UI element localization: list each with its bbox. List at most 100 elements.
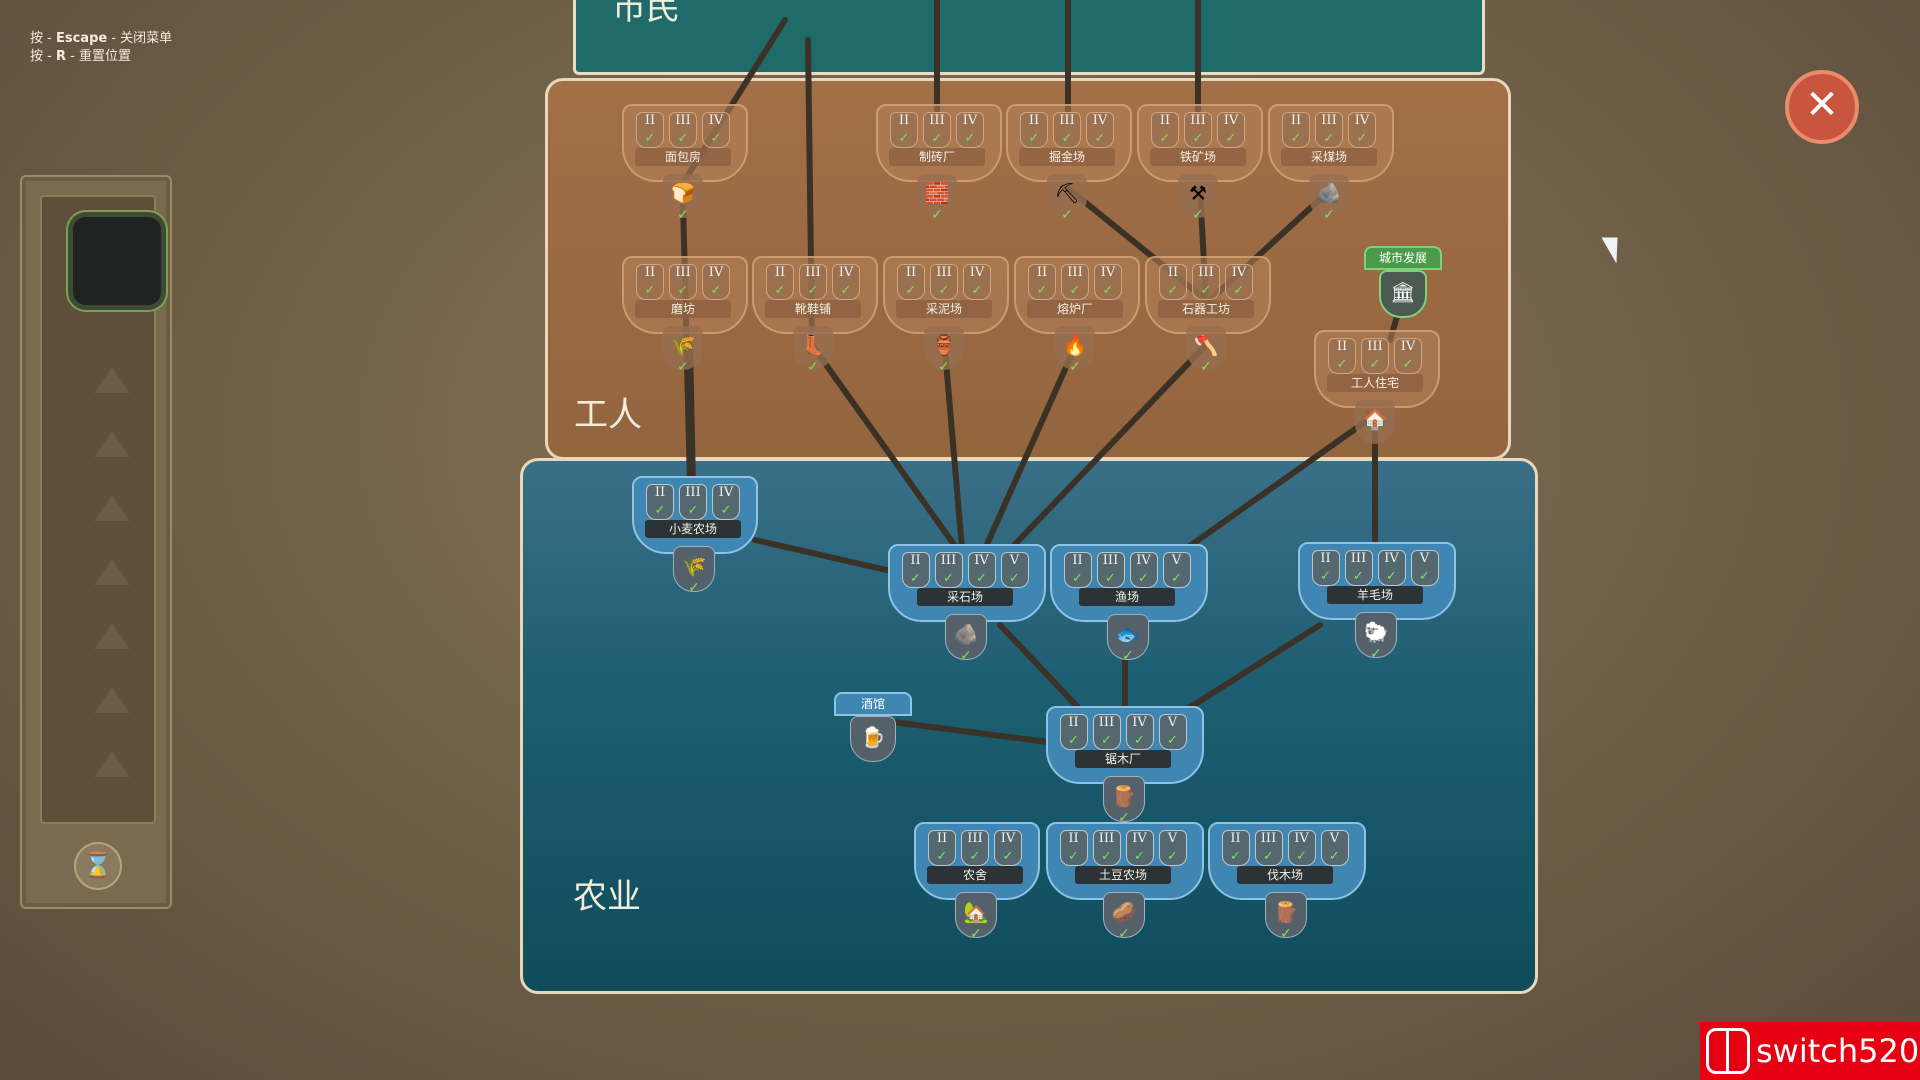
tavern-label: 酒馆 [834,692,912,716]
close-button[interactable]: ✕ [1785,70,1859,144]
tier-badge: II✓ [1028,264,1056,300]
building-name: 土豆农场 [1075,866,1171,884]
tier-badge: III✓ [669,264,697,300]
tavern-node[interactable]: 酒馆 🍺 [834,692,912,762]
building-name: 制砖厂 [889,148,985,166]
tier-badge: II✓ [766,264,794,300]
farmer-icon: 🏡✓ [955,892,997,941]
building-name: 渔场 [1079,588,1175,606]
tier-badge: III✓ [1184,112,1212,148]
tier-badge: IV✓ [712,484,740,520]
tier-badge: II✓ [1282,112,1310,148]
tier-badge: II✓ [1311,550,1340,586]
furnace-icon: 🔥✓ [1055,326,1095,374]
tier-badge: III✓ [1254,830,1283,866]
city-development-node[interactable]: 城市发展 🏛 [1364,246,1442,318]
tier-badge: II✓ [646,484,674,520]
tier-badge: IV✓ [702,112,730,148]
tier-badge: IV✓ [702,264,730,300]
tier-badge: II✓ [1020,112,1048,148]
tier-badge: II✓ [1159,264,1187,300]
plank-icon: 🪵✓ [1103,776,1145,825]
progress-track [40,195,166,824]
tier-badge: IV✓ [1129,552,1158,588]
tier-badge: IV✓ [1225,264,1253,300]
progress-panel: ⌛ [20,175,172,909]
tier-badge: II✓ [897,264,925,300]
tier-badge: IV✓ [1287,830,1316,866]
stone-icon: 🪨✓ [945,614,987,663]
tier-badge: V✓ [1162,552,1191,588]
flour-icon: 🌾✓ [663,326,703,374]
tier-badge: V✓ [1000,552,1029,588]
sheep-icon: 🐑✓ [1355,612,1397,661]
tier-badge: III✓ [1092,830,1121,866]
tier-badge: V✓ [1320,830,1349,866]
building-name: 磨坊 [635,300,731,318]
tier-badge: II✓ [928,830,956,866]
tier-badge: IV✓ [1348,112,1376,148]
building-name: 羊毛场 [1327,586,1423,604]
tier-badge: II✓ [1059,714,1088,750]
tier-badge: III✓ [1344,550,1373,586]
portrait-slot [68,212,166,310]
tier-badge: II✓ [636,112,664,148]
arrow-up-icon [94,495,130,521]
tier-badge: II✓ [1059,830,1088,866]
building-name: 面包房 [635,148,731,166]
tier-badge: III✓ [799,264,827,300]
tier-badge: III✓ [930,264,958,300]
tier-badge: IV✓ [1217,112,1245,148]
wheat-icon: 🌾✓ [673,546,715,595]
tier-badge: V✓ [1158,830,1187,866]
tier-badge: III✓ [679,484,707,520]
tier-badge: III✓ [1315,112,1343,148]
tier-badge: IV✓ [956,112,984,148]
tier-badge: V✓ [1158,714,1187,750]
monument-icon: 🏛 [1379,270,1427,318]
boot-icon: 👢✓ [793,326,833,374]
tier-badge: II✓ [1328,338,1356,374]
tier-badge: III✓ [1061,264,1089,300]
citizen-zone: 市民 [573,0,1485,75]
tier-badge: IV✓ [1377,550,1406,586]
bread-icon: 🍞✓ [663,174,703,222]
arrow-up-icon [94,623,130,649]
tier-badge: IV✓ [967,552,996,588]
tier-badge: III✓ [1192,264,1220,300]
keyboard-hints: 按 - Escape - 关闭菜单 按 - R - 重置位置 [30,30,172,66]
potato-icon: 🥔✓ [1103,892,1145,941]
tier-badge: II✓ [890,112,918,148]
tier-badge: III✓ [669,112,697,148]
axe-icon: 🪓✓ [1186,326,1226,374]
building-name: 锯木厂 [1075,750,1171,768]
watermark-text: switch520 [1756,1032,1920,1070]
tier-badge: IV✓ [1094,264,1122,300]
hourglass-icon[interactable]: ⌛ [74,842,122,890]
tier-badge: IV✓ [1394,338,1422,374]
city-development-label: 城市发展 [1364,246,1442,270]
clay-icon: 🏺✓ [924,326,964,374]
coal-icon: 🪨✓ [1309,174,1349,222]
tier-badge: IV✓ [1125,714,1154,750]
house-icon: 🏠 [1355,400,1395,444]
tier-badge: III✓ [1096,552,1125,588]
zone-label-farm: 农业 [573,877,641,917]
tier-badge: III✓ [961,830,989,866]
tier-badge: IV✓ [1125,830,1154,866]
arrow-up-icon [94,367,130,393]
building-name: 铁矿场 [1150,148,1246,166]
tier-badge: II✓ [1151,112,1179,148]
building-name: 伐木场 [1237,866,1333,884]
tier-badge: IV✓ [832,264,860,300]
tier-badge: III✓ [1361,338,1389,374]
arrow-up-icon [94,751,130,777]
arrow-up-icon [94,687,130,713]
tier-badge: III✓ [1053,112,1081,148]
building-name: 采石场 [917,588,1013,606]
zone-label-workers: 工人 [574,395,642,435]
brick-icon: 🧱✓ [917,174,957,222]
tier-badge: IV✓ [963,264,991,300]
hint-reset: 按 - R - 重置位置 [30,49,131,64]
building-name: 农舍 [927,866,1023,884]
